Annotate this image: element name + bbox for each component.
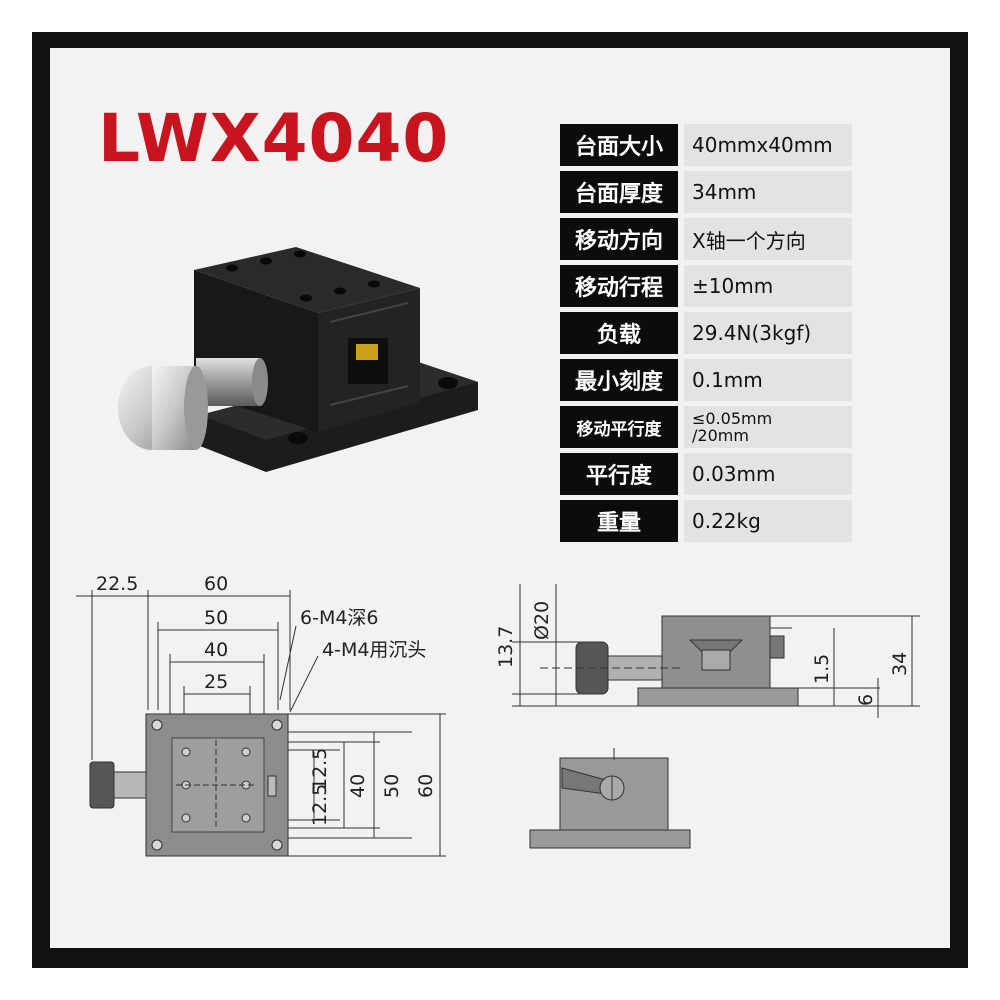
spec-value-line: ≤0.05mm bbox=[692, 409, 773, 428]
spec-label: 台面大小 bbox=[560, 124, 678, 166]
spec-value-line: /20mm bbox=[692, 426, 749, 445]
spec-label: 最小刻度 bbox=[560, 359, 678, 401]
spec-label: 台面厚度 bbox=[560, 171, 678, 213]
dim-note: 4-M4用沉头 bbox=[322, 639, 426, 661]
dim-label: 13.7 bbox=[495, 626, 517, 668]
spec-row: 最小刻度 0.1mm bbox=[560, 359, 852, 401]
dim-label: 34 bbox=[889, 652, 911, 676]
spec-value: 34mm bbox=[684, 171, 852, 213]
dim-label: 12.5 bbox=[309, 784, 331, 826]
spec-row: 台面厚度 34mm bbox=[560, 171, 852, 213]
spec-row: 移动行程 ±10mm bbox=[560, 265, 852, 307]
dim-label: 1.5 bbox=[811, 654, 833, 684]
spec-label: 重量 bbox=[560, 500, 678, 542]
spec-row: 重量 0.22kg bbox=[560, 500, 852, 542]
dim-label: 50 bbox=[204, 607, 228, 629]
spec-label: 移动行程 bbox=[560, 265, 678, 307]
spec-label: 移动方向 bbox=[560, 218, 678, 260]
spec-value: X轴一个方向 bbox=[684, 218, 852, 260]
spec-row: 台面大小 40mmx40mm bbox=[560, 124, 852, 166]
spec-row: 平行度 0.03mm bbox=[560, 453, 852, 495]
dim-label: 22.5 bbox=[96, 573, 138, 595]
dim-label: 60 bbox=[415, 774, 437, 798]
spec-value: 40mmx40mm bbox=[684, 124, 852, 166]
spec-row: 移动平行度 ≤0.05mm /20mm bbox=[560, 406, 852, 448]
spec-row: 负载 29.4N(3kgf) bbox=[560, 312, 852, 354]
side-view-drawing bbox=[512, 584, 920, 849]
dim-label: 6 bbox=[855, 694, 877, 706]
dim-label: 12.5 bbox=[309, 748, 331, 790]
spec-value: ±10mm bbox=[684, 265, 852, 307]
spec-label: 平行度 bbox=[560, 453, 678, 495]
spec-label: 负载 bbox=[560, 312, 678, 354]
spec-value: 0.1mm bbox=[684, 359, 852, 401]
dim-note: 6-M4深6 bbox=[300, 607, 379, 629]
spec-value: 29.4N(3kgf) bbox=[684, 312, 852, 354]
spec-value: ≤0.05mm /20mm bbox=[684, 406, 852, 448]
dim-label: 25 bbox=[204, 671, 228, 693]
dim-label: 50 bbox=[381, 774, 403, 798]
top-view-labels: 22.5 60 50 40 25 6-M4深6 4-M4用沉头 12.5 12.… bbox=[96, 573, 437, 826]
spec-label: 移动平行度 bbox=[560, 406, 678, 448]
top-view-drawing bbox=[76, 590, 446, 857]
spec-value: 0.03mm bbox=[684, 453, 852, 495]
dim-label: 40 bbox=[347, 774, 369, 798]
dim-label: 60 bbox=[204, 573, 228, 595]
spec-row: 移动方向 X轴一个方向 bbox=[560, 218, 852, 260]
dim-label: 40 bbox=[204, 639, 228, 661]
dim-label: Ø20 bbox=[531, 601, 553, 640]
spec-table: 台面大小 40mmx40mm 台面厚度 34mm 移动方向 X轴一个方向 移动行… bbox=[560, 124, 852, 547]
spec-value: 0.22kg bbox=[684, 500, 852, 542]
side-view-labels: 13.7 Ø20 1.5 6 34 bbox=[495, 601, 911, 706]
product-photo bbox=[118, 247, 478, 472]
product-title: LWX4040 bbox=[98, 100, 450, 177]
